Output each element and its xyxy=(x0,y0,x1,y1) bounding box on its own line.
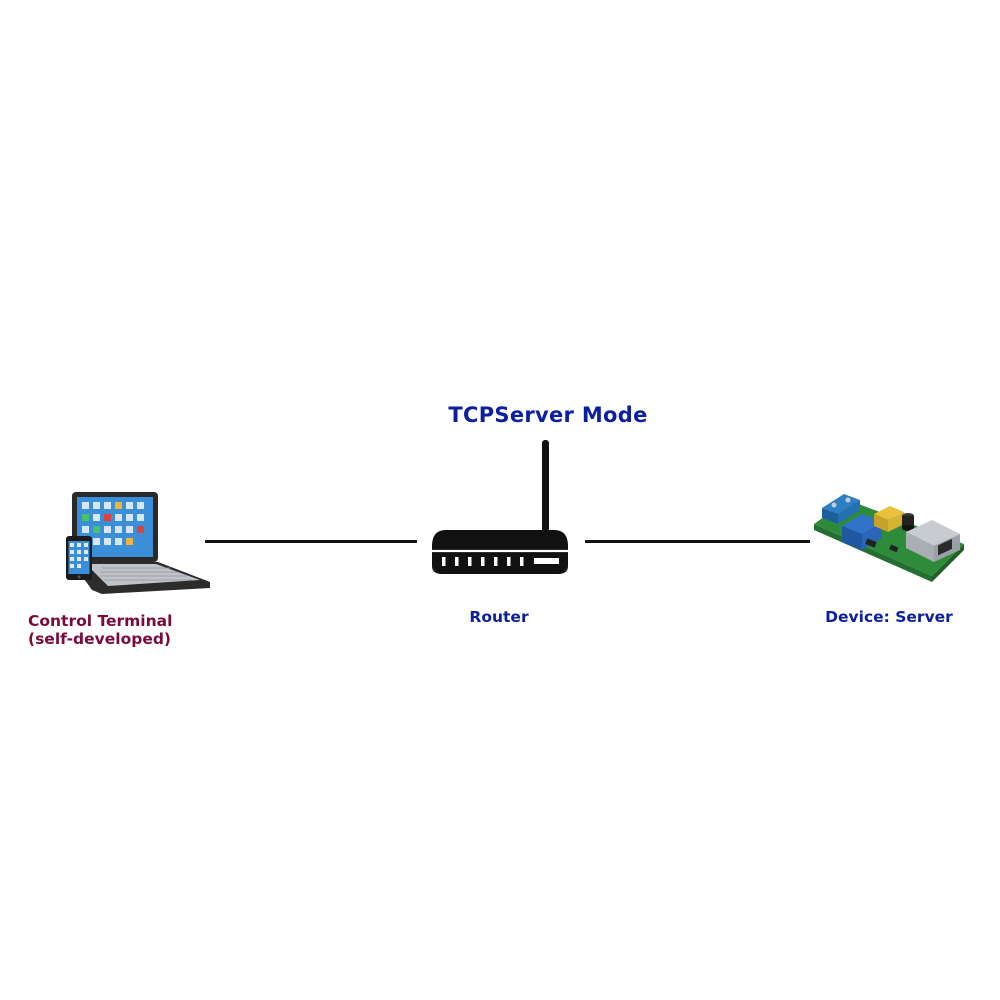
node-label-terminal: Control Terminal (self-developed) xyxy=(28,612,228,648)
node-label-terminal-line2: (self-developed) xyxy=(28,630,172,648)
node-label-router: Router xyxy=(469,608,529,626)
edge-router-server xyxy=(585,540,810,543)
edge-terminal-router xyxy=(205,540,417,543)
node-label-server: Device: Server xyxy=(825,608,953,626)
relay-board-icon xyxy=(808,488,968,582)
node-label-terminal-line1: Control Terminal xyxy=(28,612,173,630)
laptop-phone-icon xyxy=(62,490,214,596)
router-icon xyxy=(428,438,572,578)
diagram-title: TCPServer Mode xyxy=(448,403,648,427)
